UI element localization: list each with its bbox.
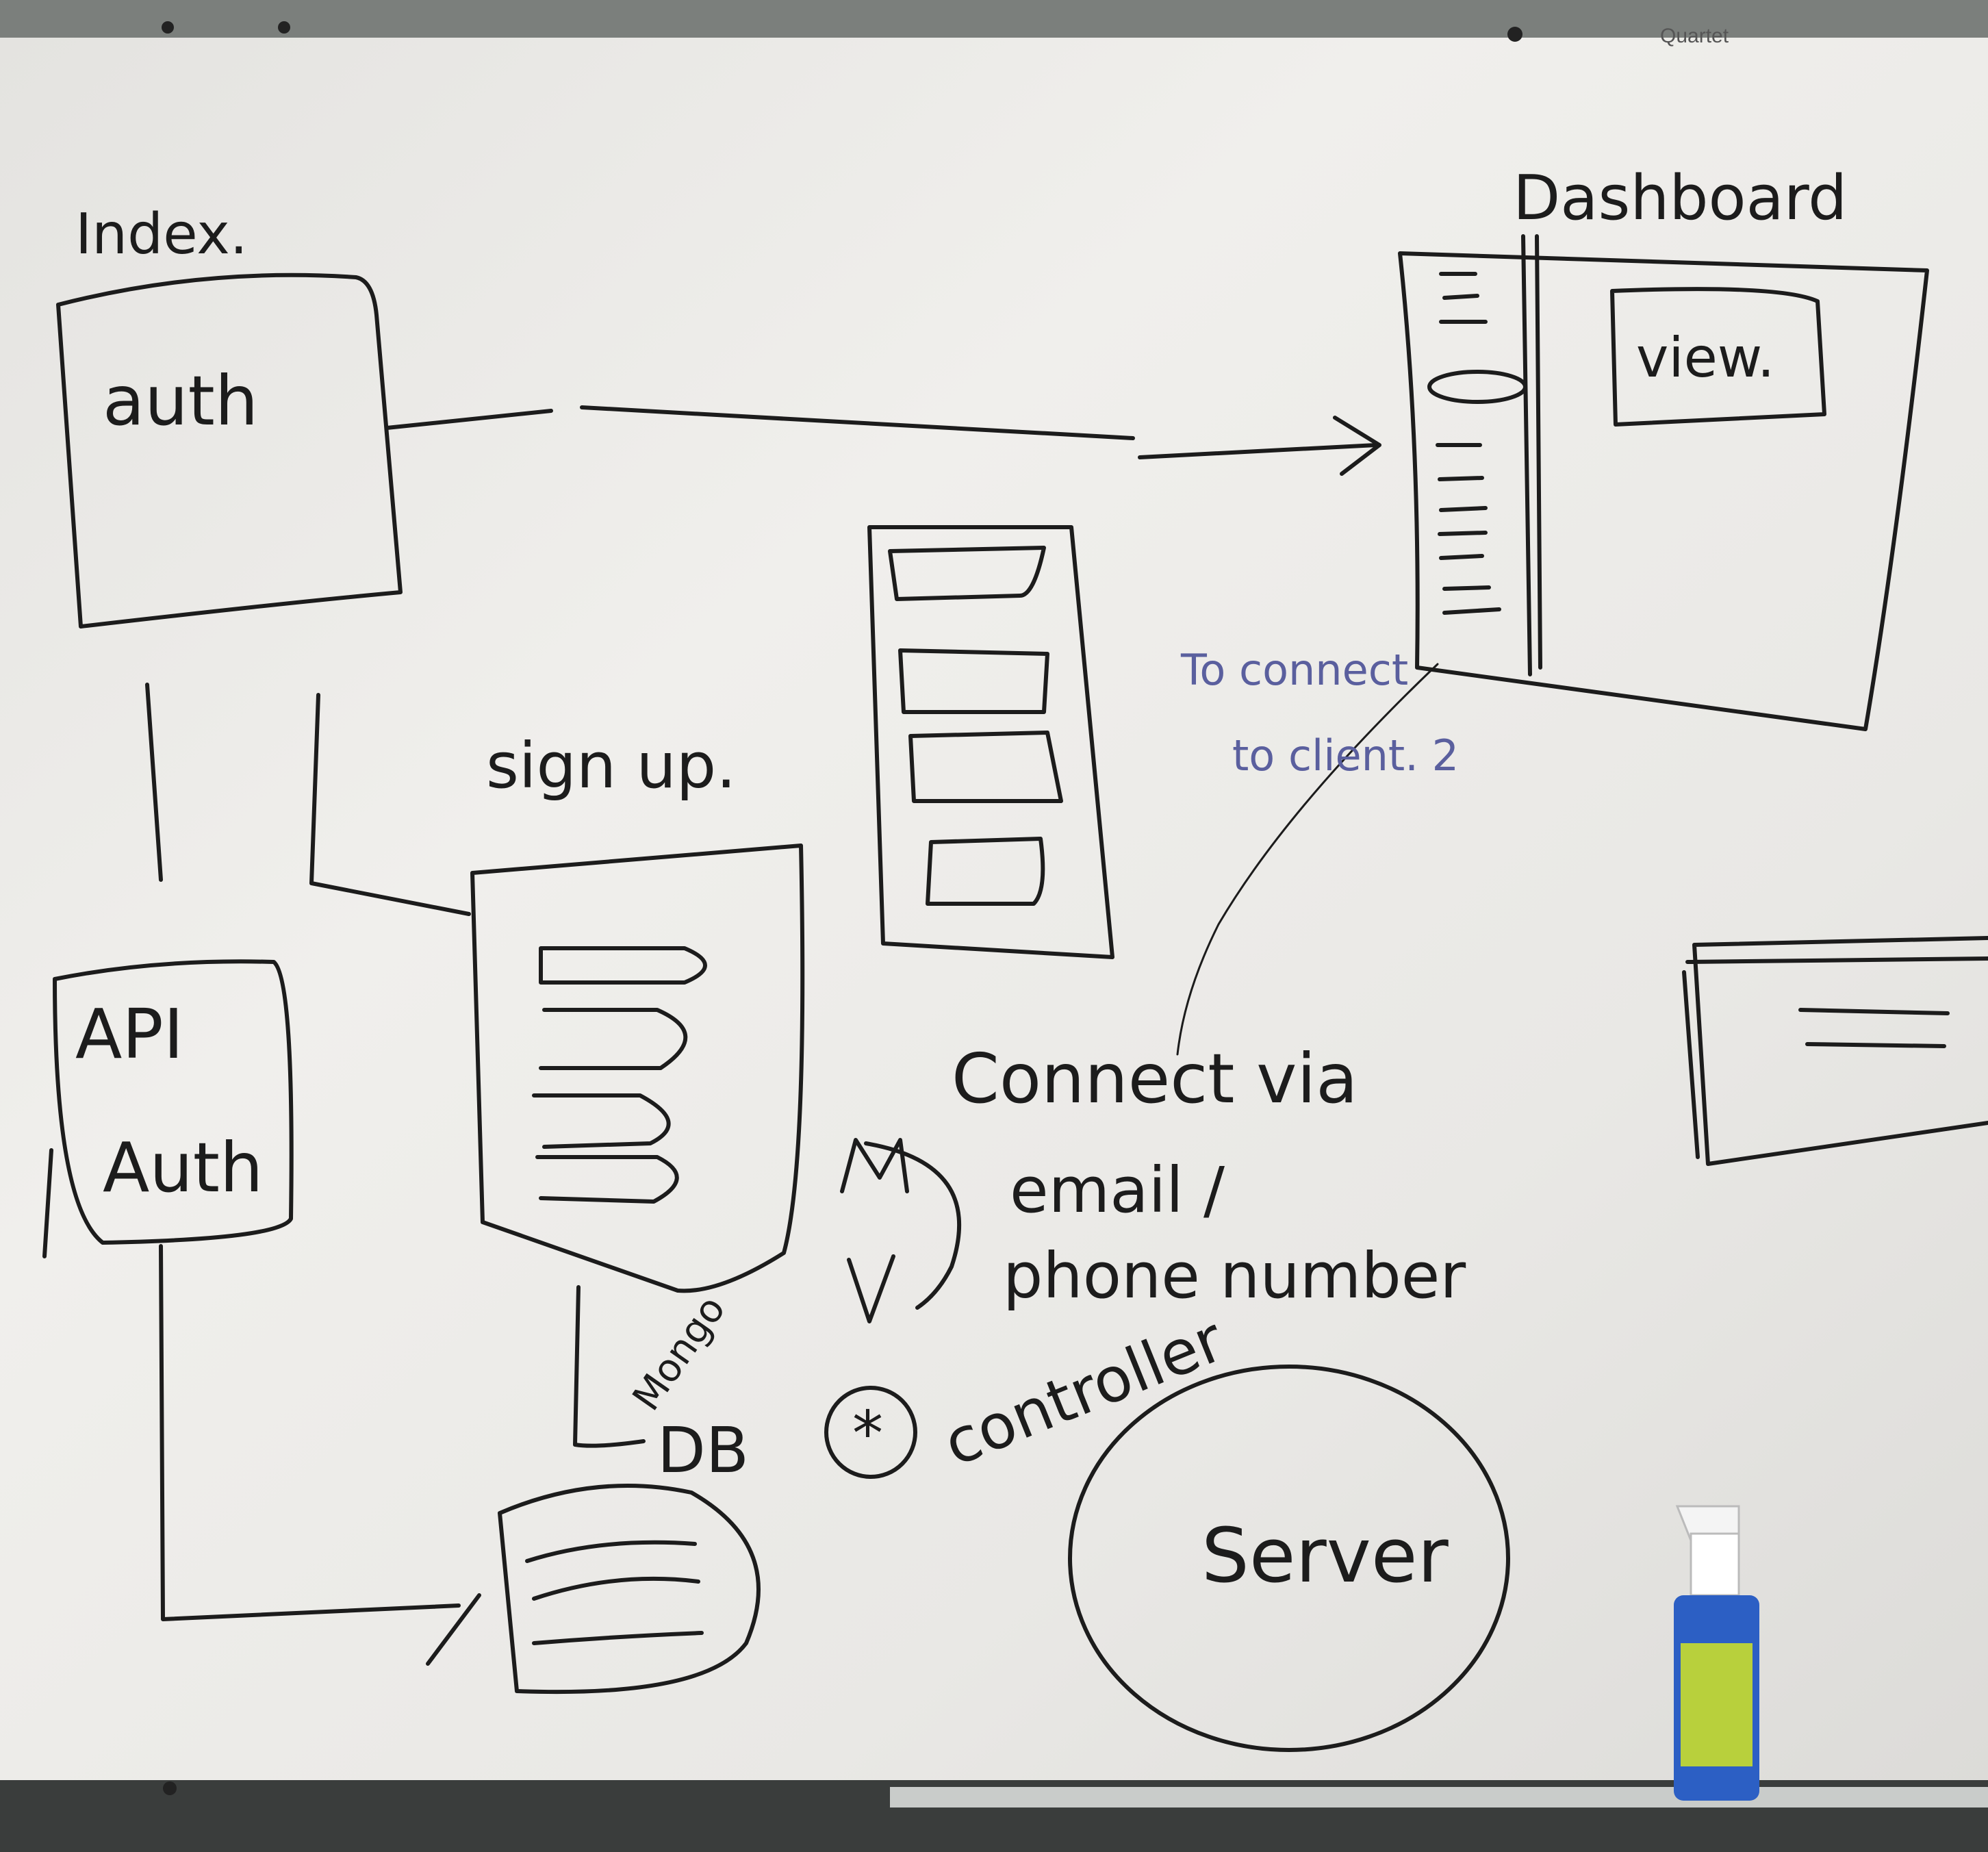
board-surface [0, 38, 1988, 1790]
auth-box [56, 272, 403, 629]
auth-to-signup-connector [309, 693, 471, 916]
view-box [1610, 287, 1826, 427]
api-auth-label-line2: Auth [103, 1128, 263, 1208]
dashboard-sidebar-divider [1521, 234, 1532, 676]
mobile-block [926, 837, 1045, 906]
index-title: Index. [75, 202, 248, 267]
bottle-cap [1690, 1532, 1740, 1597]
marker-tray [890, 1787, 1988, 1807]
api-auth-label-line1: API [75, 994, 183, 1074]
server-label: Server [1201, 1512, 1449, 1599]
connect-symbol-v [847, 1254, 895, 1323]
mongo-arrow [573, 1285, 646, 1448]
board-brand: Quartet [1660, 25, 1729, 47]
connect-via-label: Connect via [952, 1039, 1358, 1119]
frame-screw [163, 1781, 177, 1795]
spray-bottle [1674, 1505, 1759, 1801]
api-auth-box-overstroke [42, 1148, 53, 1258]
view-box-label: view. [1636, 326, 1774, 390]
right-edge-wireframe [1682, 936, 1988, 1166]
signup-field [532, 1093, 671, 1149]
api-auth-box [53, 959, 294, 1245]
signup-field [539, 946, 707, 985]
server-circle [1068, 1365, 1510, 1752]
mobile-wireframe [867, 525, 1114, 959]
frame-screw [1507, 27, 1522, 42]
controller-circle [824, 1386, 917, 1479]
signup-field [539, 1008, 688, 1070]
dashboard-title: Dashboard [1513, 162, 1847, 234]
signup-field [535, 1155, 679, 1204]
mongo-label-line2: DB [657, 1414, 749, 1487]
bottle-label [1681, 1643, 1753, 1766]
mongo-db-shape [498, 1484, 761, 1695]
sidebar-item [1439, 272, 1488, 324]
auth-box-label: auth [103, 361, 258, 441]
connect-option-email: email / [1010, 1154, 1225, 1227]
frame-screw [162, 21, 174, 34]
mongo-db-line [525, 1540, 704, 1645]
dashboard-to-connect-curve [1176, 663, 1439, 1056]
connect-option-phone: phone number [1003, 1239, 1466, 1312]
auth-to-api-line [145, 683, 163, 882]
sidebar-selected-item [1427, 370, 1527, 404]
controller-symbol: * [852, 1398, 883, 1470]
connect-symbol-m [840, 1138, 962, 1310]
frame-screw [278, 21, 290, 34]
mobile-block [908, 731, 1063, 803]
auth-to-dashboard-arrow [385, 405, 1381, 476]
dashboard-frame [1398, 251, 1929, 731]
dashboard-sidebar-divider [1535, 234, 1542, 670]
mobile-block [898, 648, 1049, 714]
signup-title: sign up. [486, 729, 736, 802]
api-to-mongo-arrow [159, 1244, 481, 1666]
mobile-block [888, 546, 1046, 601]
blue-note-line2: to client. 2 [1232, 731, 1459, 781]
blue-note-line1: To connect [1180, 645, 1408, 695]
sidebar-item [1436, 443, 1501, 615]
signup-form-box [470, 843, 805, 1293]
